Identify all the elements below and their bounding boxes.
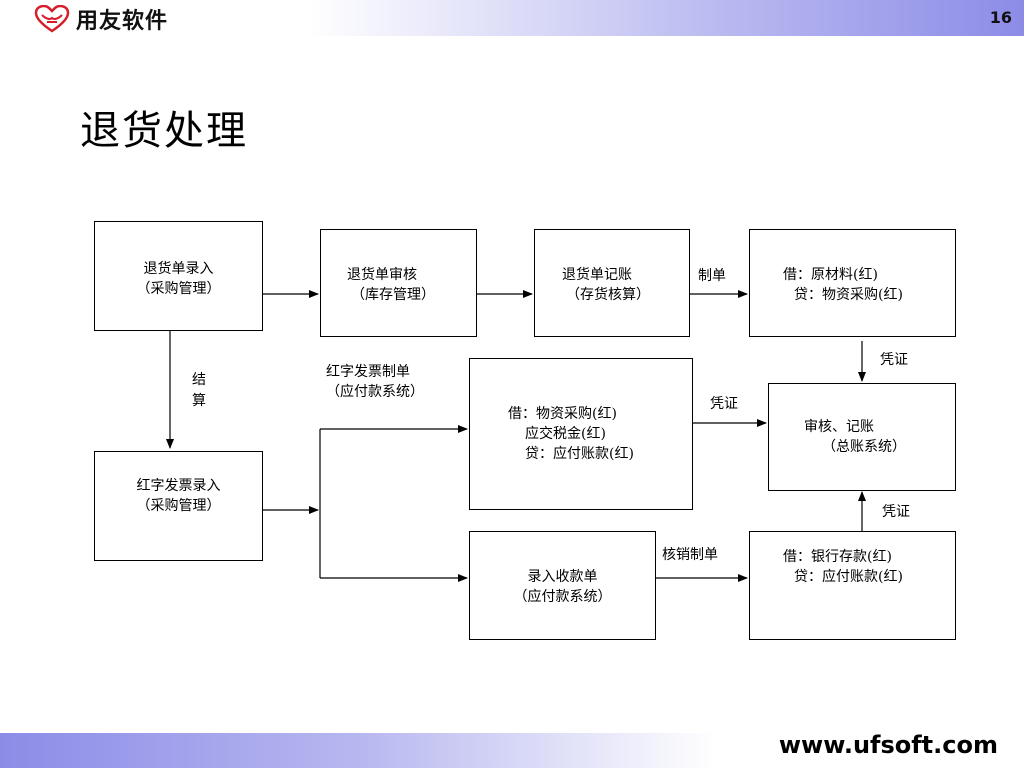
- return-post-line-1: 退货单记账: [562, 267, 632, 283]
- bank-entry-line-2: 贷：应付账款(红): [794, 569, 903, 585]
- raw-material-entry-line-1: 借：原材料(红): [783, 267, 878, 283]
- brand-name: 用友软件: [76, 9, 169, 34]
- make-voucher-label: 制单: [698, 268, 726, 284]
- bank-entry-box: 借：银行存款(红) 贷：应付账款(红): [749, 531, 956, 640]
- red-invoice-entry-line-1: 红字发票录入: [136, 478, 221, 494]
- raw-material-entry-box: 借：原材料(红) 贷：物资采购(红): [749, 229, 956, 337]
- footer-bar: [0, 733, 1024, 768]
- bank-entry-line-1: 借：银行存款(红): [783, 549, 892, 565]
- page-number: 16: [989, 8, 1012, 27]
- purchase-tax-entry-line-1: 借：物资采购(红): [508, 406, 617, 422]
- return-entry-box: 退货单录入 （采购管理）: [94, 221, 263, 331]
- settle-label-2: 算: [192, 393, 206, 409]
- return-entry-line-1: 退货单录入: [143, 261, 214, 277]
- return-audit-box: 退货单审核 （库存管理）: [320, 229, 477, 337]
- receipt-entry-line-2: （应付款系统）: [513, 589, 612, 605]
- purchase-tax-entry-line-3: 贷：应付账款(红): [525, 446, 634, 462]
- return-post-line-2: （存货核算）: [566, 287, 650, 303]
- voucher-label-bottom: 凭证: [882, 504, 910, 520]
- return-entry-line-2: （采购管理）: [136, 281, 221, 297]
- red-invoice-voucher-label-1: 红字发票制单: [326, 364, 410, 380]
- heart-logo-icon: [34, 5, 70, 33]
- header-bar: [0, 0, 1024, 36]
- voucher-label-mid: 凭证: [710, 396, 738, 412]
- page-title: 退货处理: [80, 108, 248, 154]
- gl-audit-line-1: 审核、记账: [804, 419, 874, 435]
- purchase-tax-entry-line-2: 应交税金(红): [525, 426, 606, 442]
- return-audit-line-1: 退货单审核: [347, 267, 417, 283]
- gl-audit-box: 审核、记账 （总账系统）: [768, 383, 956, 491]
- receipt-entry-line-1: 录入收款单: [527, 569, 598, 585]
- return-post-box: 退货单记账 （存货核算）: [534, 229, 690, 337]
- footer-website: www.ufsoft.com: [778, 731, 998, 759]
- red-invoice-entry-line-2: （采购管理）: [136, 498, 221, 514]
- red-invoice-voucher-label-2: （应付款系统）: [326, 384, 424, 400]
- return-audit-line-2: （库存管理）: [351, 287, 435, 303]
- red-invoice-entry-box: 红字发票录入 （采购管理）: [94, 451, 263, 561]
- gl-audit-line-2: （总账系统）: [822, 439, 906, 455]
- writeoff-voucher-label: 核销制单: [662, 547, 718, 563]
- settle-label-1: 结: [192, 372, 206, 388]
- raw-material-entry-line-2: 贷：物资采购(红): [794, 287, 903, 303]
- brand-logo: 用友软件: [34, 4, 168, 34]
- purchase-tax-entry-box: 借：物资采购(红) 应交税金(红) 贷：应付账款(红): [469, 358, 693, 510]
- receipt-entry-box: 录入收款单 （应付款系统）: [469, 531, 656, 640]
- voucher-label-top: 凭证: [880, 352, 908, 368]
